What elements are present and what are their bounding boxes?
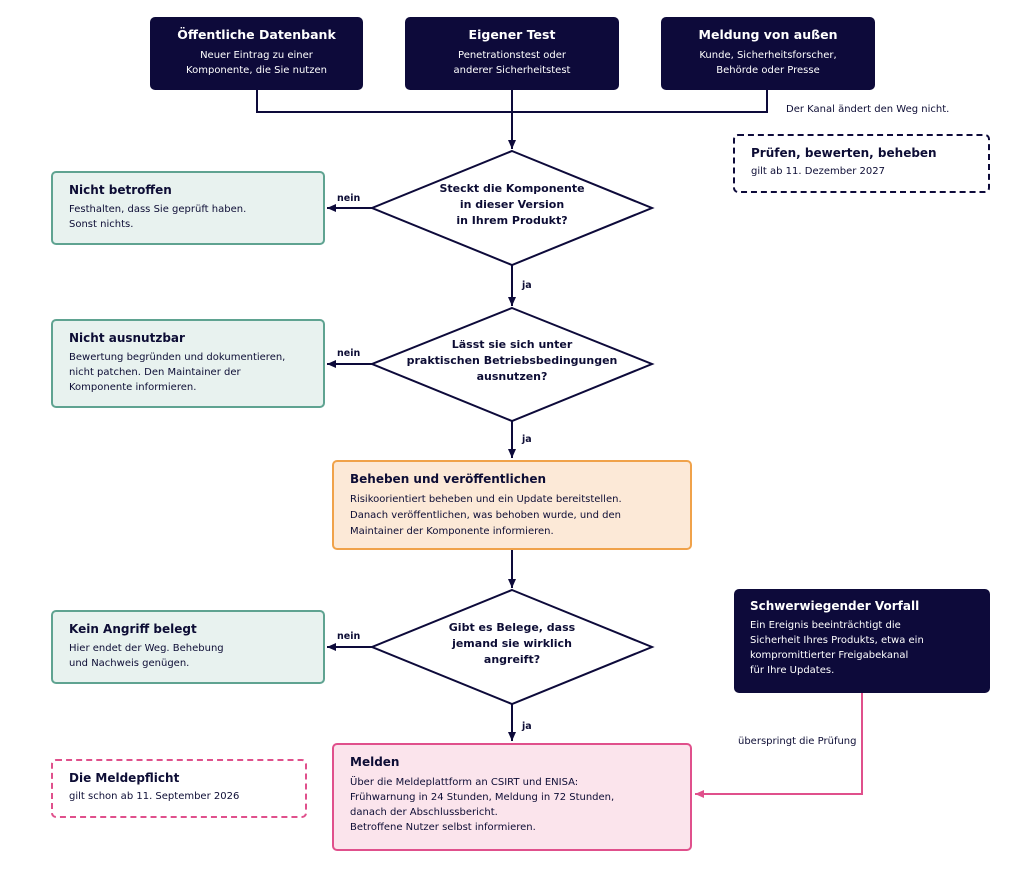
source-title: Eigener Test [468,27,556,42]
incident-line: Sicherheit Ihres Produkts, etwa ein [750,635,924,646]
source-own-test: Eigener Test Penetrationstest oder ander… [405,17,619,90]
decision-1-text: Steckt die Komponente in dieser Version … [412,181,612,229]
decision-2-text: Lässt sie sich unter praktischen Betrieb… [402,337,622,385]
check-rule-title: Prüfen, bewerten, beheben [751,146,937,160]
label-yes-3: ja [522,721,532,732]
decision-3-text: Gibt es Belege, dass jemand sie wirklich… [412,620,612,668]
decision-line: praktischen Betriebsbedingungen [406,354,618,367]
skip-check-note: überspringt die Prüfung [738,736,857,747]
decision-line: Gibt es Belege, dass [448,621,576,634]
source-public-database: Öffentliche Datenbank Neuer Eintrag zu e… [150,17,363,90]
outcome-not-affected: Nicht betroffen Festhalten, dass Sie gep… [51,171,325,245]
decision-line: Steckt die Komponente [439,182,585,195]
report-line: Frühwarnung in 24 Stunden, Meldung in 72… [350,792,615,803]
source-title: Meldung von außen [698,27,838,42]
incident-line: Ein Ereignis beeinträchtigt die [750,620,901,631]
decision-line: angreift? [483,653,541,666]
source-desc-line: Behörde oder Presse [716,65,820,76]
outcome-title: Kein Angriff belegt [69,622,197,636]
source-external-report: Meldung von außen Kunde, Sicherheitsfors… [661,17,875,90]
outcome-title: Nicht betroffen [69,183,172,197]
arrow-incident-to-report [695,693,863,798]
severe-incident-box: Schwerwiegender Vorfall Ein Ereignis bee… [734,589,990,693]
source-desc-line: Kunde, Sicherheitsforscher, [699,50,837,61]
reporting-duty-date: gilt schon ab 11. September 2026 [69,791,240,802]
report-line: danach der Abschlussbericht. [350,807,498,818]
check-rule-box: Prüfen, bewerten, beheben gilt ab 11. De… [733,134,990,193]
report-box: Melden Über die Meldeplattform an CSIRT … [332,743,692,851]
report-title: Melden [350,755,400,769]
incident-line: für Ihre Updates. [750,665,835,676]
reporting-duty-box: Die Meldepflicht gilt schon ab 11. Septe… [51,759,307,818]
outcome-line: nicht patchen. Den Maintainer der [69,367,241,378]
source-desc-line: Komponente, die Sie nutzen [186,65,327,76]
outcome-title: Nicht ausnutzbar [69,331,185,345]
outcome-line: und Nachweis genügen. [69,658,190,669]
decision-line: jemand sie wirklich [452,637,572,650]
outcome-line: Festhalten, dass Sie geprüft haben. [69,204,247,215]
report-line: Über die Meldeplattform an CSIRT und ENI… [350,777,579,788]
outcome-no-attack: Kein Angriff belegt Hier endet der Weg. … [51,610,325,684]
fix-line: Danach veröffentlichen, was behoben wurd… [350,510,621,521]
outcome-line: Sonst nichts. [69,219,134,230]
decision-line: Lässt sie sich unter [451,338,573,351]
decision-line: in dieser Version [459,198,565,211]
reporting-duty-title: Die Meldepflicht [69,771,180,785]
label-yes-2: ja [522,434,532,445]
fix-line: Maintainer der Komponente informieren. [350,526,554,537]
source-title: Öffentliche Datenbank [177,27,336,42]
source-desc-line: Neuer Eintrag zu einer [200,50,313,61]
outcome-line: Bewertung begründen und dokumentieren, [69,352,286,363]
label-no-2: nein [337,348,361,359]
label-no-1: nein [337,193,361,204]
decision-line: ausnutzen? [476,370,548,383]
fix-title: Beheben und veröffentlichen [350,472,547,486]
fix-and-publish-box: Beheben und veröffentlichen Risikoorient… [332,460,692,550]
outcome-line: Komponente informieren. [69,382,197,393]
check-rule-date: gilt ab 11. Dezember 2027 [751,166,885,177]
label-yes-1: ja [522,280,532,291]
channel-note: Der Kanal ändert den Weg nicht. [786,104,950,115]
report-line: Betroffene Nutzer selbst informieren. [350,822,536,833]
fix-line: Risikoorientiert beheben und ein Update … [350,494,622,505]
source-desc-line: Penetrationstest oder [458,50,566,61]
decision-line: in Ihrem Produkt? [456,214,568,227]
incident-line: kompromittierter Freigabekanal [750,650,909,661]
outcome-not-exploitable: Nicht ausnutzbar Bewertung begründen und… [51,319,325,408]
label-no-3: nein [337,631,361,642]
outcome-line: Hier endet der Weg. Behebung [69,643,224,654]
source-desc-line: anderer Sicherheitstest [453,65,571,76]
incident-title: Schwerwiegender Vorfall [750,599,920,613]
